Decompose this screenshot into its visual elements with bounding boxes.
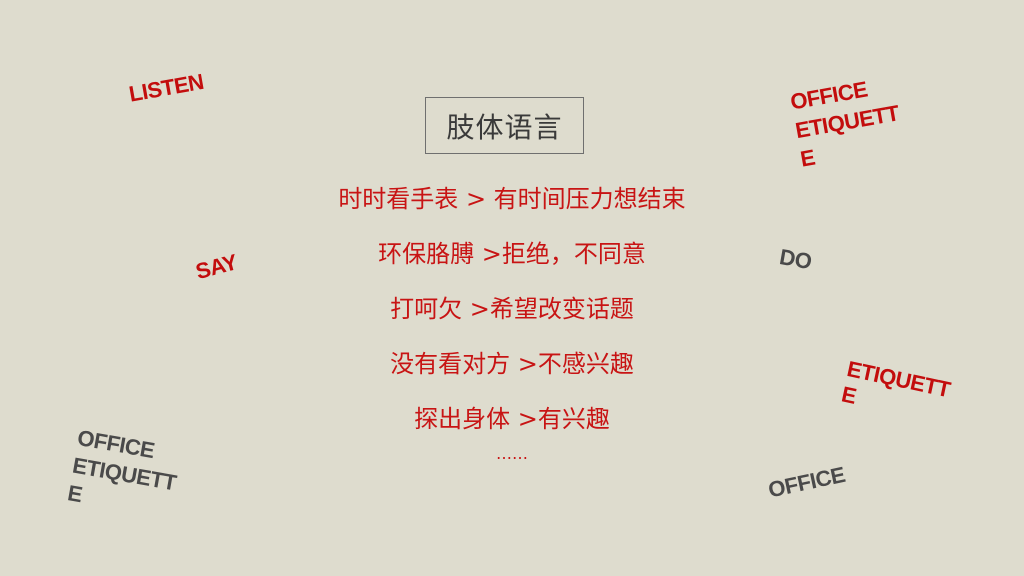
line-no-eye-contact: 没有看对方 >不感兴趣 <box>390 350 634 378</box>
line-watch: 时时看手表 > 有时间压力想结束 <box>338 185 686 213</box>
decor-do: DO <box>777 244 814 275</box>
line-arms: 环保胳膊 >拒绝，不同意 <box>378 240 646 268</box>
decor-listen: LISTEN <box>127 68 206 107</box>
decor-office-bottom-right: OFFICE <box>766 461 848 503</box>
ellipsis: …… <box>496 444 528 463</box>
decor-office-etiquette-bottom-left: OFFICE ETIQUETT E <box>65 424 179 508</box>
slide-title: 肢体语言 <box>425 97 584 154</box>
line-lean-forward: 探出身体 >有兴趣 <box>414 405 610 433</box>
line-yawn: 打呵欠 >希望改变话题 <box>390 295 634 323</box>
decor-office-etiquette-top-right: OFFICE ETIQUETT E <box>788 76 901 172</box>
